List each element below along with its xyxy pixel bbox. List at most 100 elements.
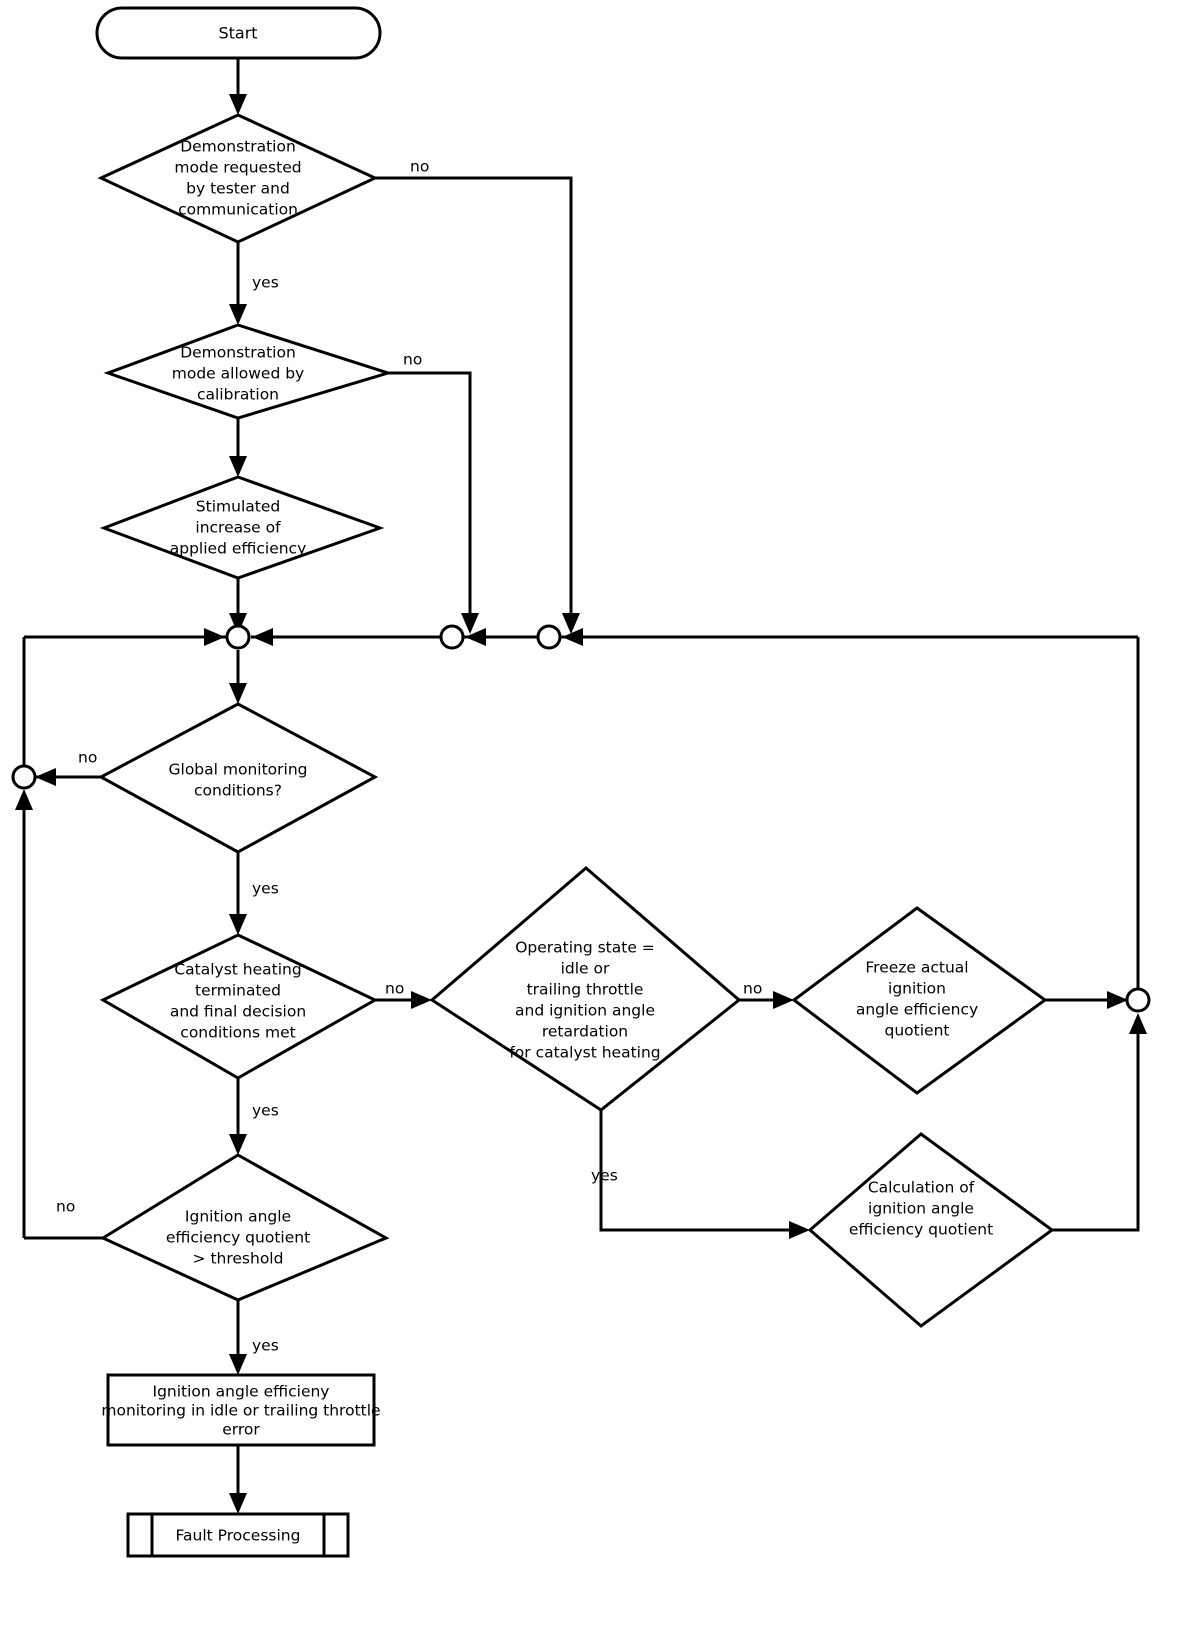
label-threshold-yes: yes (252, 1337, 279, 1355)
edge-label-layer: no yes no no yes no yes no yes no yes (56, 158, 762, 1355)
edge-demo-requested-no (375, 176, 573, 620)
label-demo-requested-no: no (410, 158, 429, 176)
demo-requested-line-1: mode requested (174, 159, 301, 177)
error-box-line-2: error (222, 1421, 260, 1439)
merge-right-loop-circle (1125, 987, 1151, 1013)
connector-layer (15, 58, 1147, 1514)
arrowhead-threshold-no-up (15, 789, 33, 810)
node-start[interactable]: Start (95, 6, 382, 60)
threshold-line-0: Ignition angle (185, 1208, 291, 1226)
merge-second-circle (439, 624, 465, 650)
arrowhead-merge-to-global (229, 683, 247, 704)
arrowhead-merge2-to-merge1 (252, 628, 273, 646)
demo-allowed-diamond-shape (103, 323, 394, 420)
label-operating-state-no: no (743, 980, 762, 998)
operating-state-line-3: and ignition angle (515, 1002, 655, 1020)
arrowhead-freeze-to-merge (1107, 991, 1128, 1009)
arrowhead-left-loop-into-merge (204, 628, 225, 646)
operating-state-line-1: idle or (561, 960, 610, 978)
catalyst-heating-line-3: conditions met (180, 1024, 295, 1042)
arrowhead-demo-allowed-down (229, 456, 247, 477)
threshold-line-1: efficiency quotient (166, 1229, 310, 1247)
fault-processing-label: Fault Processing (176, 1527, 301, 1545)
global-monitoring-line-0: Global monitoring (169, 761, 308, 779)
arrowhead-operating-yes (789, 1221, 810, 1239)
edge-operating-yes (599, 1110, 796, 1232)
demo-allowed-line-1: mode allowed by (172, 365, 304, 383)
arrowhead-merge3-to-merge2 (465, 628, 486, 646)
node-freeze-actual[interactable]: Freeze actual ignition angle efficiency … (791, 906, 1048, 1095)
arrowhead-stimulated-to-merge (229, 613, 247, 634)
freeze-actual-line-0: Freeze actual (865, 959, 968, 977)
demo-requested-diamond-shape (97, 113, 379, 244)
freeze-actual-line-3: quotient (885, 1022, 950, 1040)
error-box-shape (106, 1373, 376, 1447)
arrowhead-demo-allowed-no (461, 613, 479, 634)
calculation-diamond-shape (807, 1132, 1055, 1328)
freeze-actual-diamond-shape (791, 906, 1048, 1095)
start-oval-shape (95, 6, 382, 60)
label-demo-allowed-no: no (403, 351, 422, 369)
demo-allowed-line-0: Demonstration (180, 344, 296, 362)
catalyst-heating-line-2: and final decision (170, 1003, 306, 1021)
arrowhead-error-to-fault (229, 1493, 247, 1514)
node-calculation[interactable]: Calculation of ignition angle efficiency… (807, 1132, 1055, 1328)
arrowhead-global-yes (229, 914, 247, 935)
arrowhead-demo-requested-no (562, 613, 580, 634)
start-label: Start (218, 24, 257, 43)
node-fault-processing[interactable]: Fault Processing (126, 1512, 350, 1558)
stimulated-line-0: Stimulated (196, 498, 280, 516)
error-box-line-0: Ignition angle efficieny (153, 1383, 330, 1401)
freeze-actual-line-1: ignition (888, 980, 946, 998)
merge-third-circle (536, 624, 562, 650)
arrowhead-demo-requested-yes (229, 304, 247, 325)
catalyst-heating-diamond-shape (99, 933, 379, 1080)
arrowhead-right-loop-to-merge3 (562, 628, 583, 646)
node-error-box[interactable]: Ignition angle efficieny monitoring in i… (101, 1373, 381, 1447)
global-monitoring-diamond-shape (97, 702, 379, 854)
operating-state-line-4: retardation (542, 1023, 628, 1041)
calculation-line-2: efficiency quotient (849, 1221, 993, 1239)
node-stimulated-increase[interactable]: Stimulated increase of applied efficienc… (99, 475, 385, 580)
label-catalyst-heating-yes: yes (252, 1102, 279, 1120)
node-demo-requested[interactable]: Demonstration mode requested by tester a… (97, 113, 379, 244)
arrowhead-operating-no (773, 991, 794, 1009)
stimulated-line-1: increase of (195, 519, 281, 537)
label-global-monitoring-yes: yes (252, 880, 279, 898)
arrowhead-start-to-demo-requested (229, 94, 247, 115)
catalyst-heating-line-0: Catalyst heating (174, 961, 301, 979)
operating-state-line-5: for catalyst heating (509, 1044, 660, 1062)
freeze-actual-line-2: angle efficiency (856, 1001, 978, 1019)
operating-state-line-0: Operating state = (515, 939, 655, 957)
node-operating-state[interactable]: Operating state = idle or trailing throt… (429, 866, 742, 1112)
demo-requested-line-3: communication (178, 201, 298, 219)
global-monitoring-line-1: conditions? (194, 782, 282, 800)
edge-demo-allowed-no (388, 371, 472, 620)
arrowhead-global-no (35, 768, 56, 786)
arrowhead-catalyst-no (411, 991, 432, 1009)
label-threshold-no: no (56, 1198, 75, 1216)
node-catalyst-heating[interactable]: Catalyst heating terminated and final de… (99, 933, 379, 1080)
error-box-line-1: monitoring in idle or trailing throttle (101, 1402, 380, 1420)
label-demo-requested-yes: yes (252, 274, 279, 292)
catalyst-heating-line-1: terminated (195, 982, 281, 1000)
operating-state-diamond-shape (429, 866, 742, 1112)
node-demo-allowed[interactable]: Demonstration mode allowed by calibratio… (103, 323, 394, 420)
calculation-line-1: ignition angle (868, 1200, 974, 1218)
demo-requested-line-2: by tester and (186, 180, 290, 198)
stimulated-line-2: applied efficiency (170, 540, 307, 558)
stimulated-diamond-shape (99, 475, 385, 580)
arrowhead-calculation-to-merge (1129, 1013, 1147, 1034)
node-global-monitoring[interactable]: Global monitoring conditions? (97, 702, 379, 854)
calculation-line-0: Calculation of (868, 1179, 975, 1197)
label-operating-state-yes: yes (591, 1167, 618, 1185)
operating-state-line-2: trailing throttle (527, 981, 644, 999)
demo-requested-line-0: Demonstration (180, 138, 296, 156)
fault-processing-shape (126, 1512, 350, 1558)
label-global-monitoring-no: no (78, 749, 97, 767)
node-threshold[interactable]: Ignition angle efficiency quotient > thr… (99, 1153, 390, 1302)
label-catalyst-heating-no: no (385, 980, 404, 998)
threshold-diamond-shape (99, 1153, 390, 1302)
